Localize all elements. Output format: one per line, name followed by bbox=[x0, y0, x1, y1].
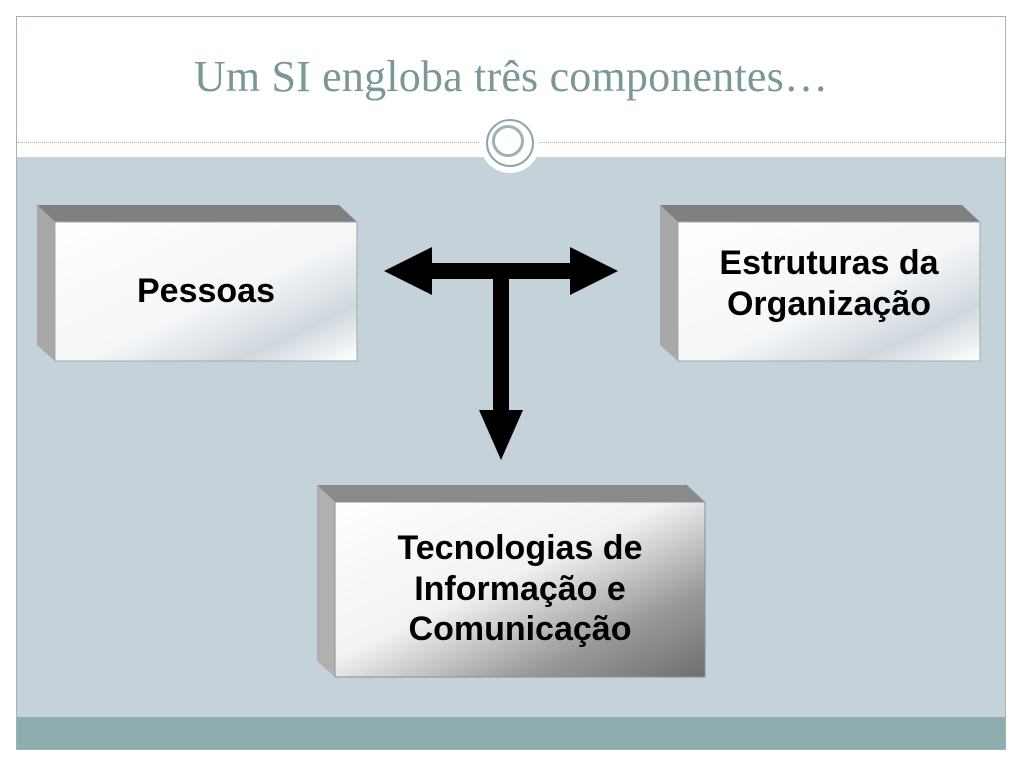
box-bevel bbox=[317, 485, 706, 678]
node-label-organization: Estruturas da Organização bbox=[719, 244, 939, 323]
vertical-shaft bbox=[493, 270, 509, 420]
box-bevel bbox=[37, 205, 358, 362]
slide-title: Um SI engloba três componentes… bbox=[193, 52, 829, 101]
circle-ornament-icon bbox=[480, 113, 540, 173]
arrow-to-people bbox=[384, 247, 432, 295]
footer-bar bbox=[17, 717, 1005, 749]
node-people: Pessoas bbox=[37, 205, 359, 363]
node-technology: Tecnologias de Informação e Comunicação bbox=[317, 485, 707, 679]
arrow-to-organization bbox=[570, 247, 618, 295]
arrow-to-technology bbox=[479, 410, 523, 460]
node-label-technology: Tecnologias de Informação e Comunicação bbox=[397, 528, 643, 649]
node-organization: Estruturas da Organização bbox=[660, 205, 982, 363]
node-label-people: Pessoas bbox=[137, 272, 275, 311]
box-bevel bbox=[660, 205, 981, 362]
